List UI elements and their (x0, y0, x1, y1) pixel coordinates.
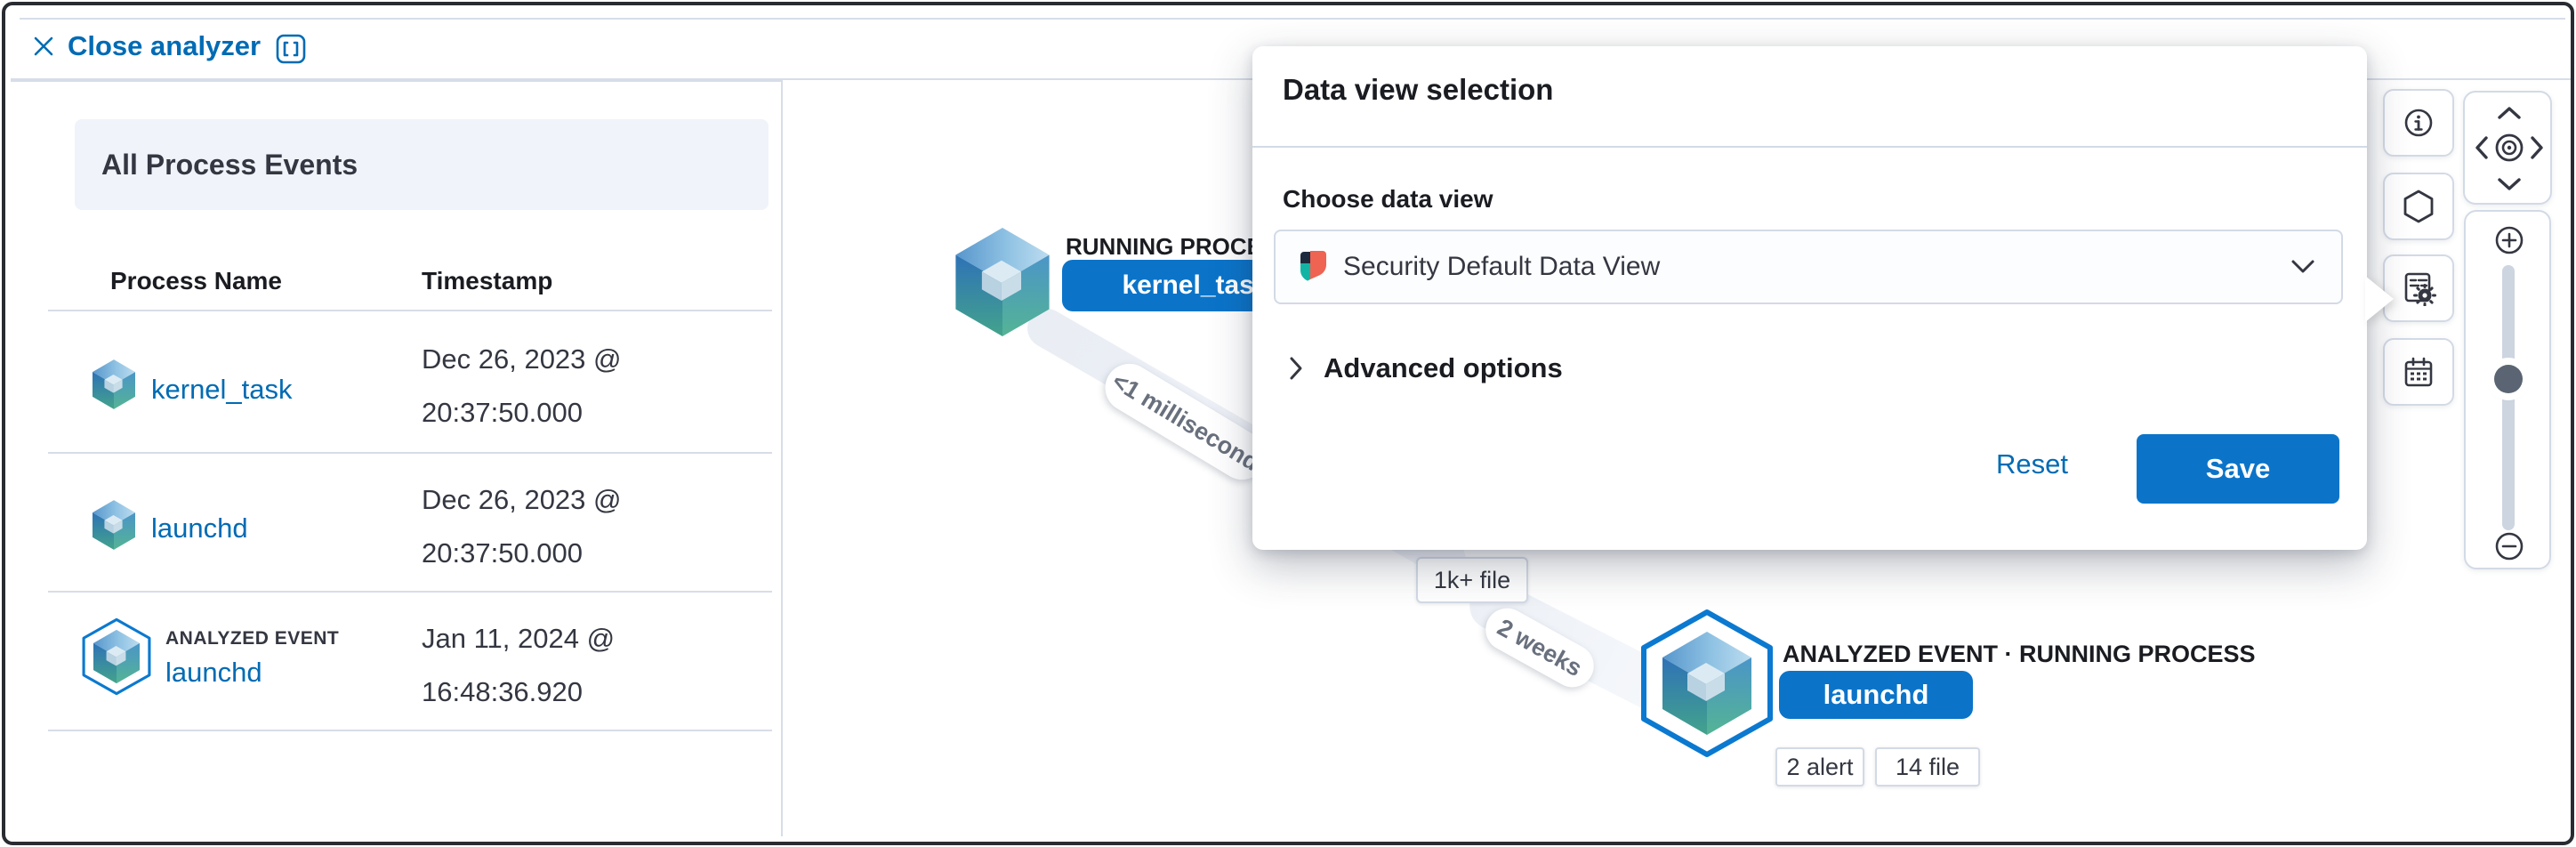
reset-button[interactable]: Reset (1996, 448, 2068, 480)
data-view-selection-button[interactable] (2383, 254, 2454, 322)
hexagon-icon (2403, 190, 2434, 223)
chevron-down-icon (2291, 260, 2314, 273)
date-picker-button[interactable] (2383, 338, 2454, 406)
data-view-selection-popover: Data view selection Choose data view Sec… (1252, 46, 2367, 550)
analyzed-event-tag: ANALYZED EVENT (165, 628, 340, 649)
chevron-down-icon[interactable] (2497, 176, 2522, 192)
analyzed-event-hexagon-icon (82, 617, 151, 696)
zoom-slider-thumb[interactable] (2494, 365, 2523, 393)
chevron-left-icon[interactable] (2474, 135, 2490, 160)
data-view-icon (2404, 272, 2436, 306)
process-node-button[interactable]: launchd (1779, 671, 1973, 719)
panel-title-box: All Process Events (75, 119, 769, 210)
alert-count-badge[interactable]: 2 alert (1775, 747, 1864, 786)
security-shield-icon (1300, 251, 1326, 281)
data-view-select[interactable]: Security Default Data View (1274, 230, 2343, 304)
process-cube-icon[interactable] (955, 228, 1050, 336)
top-divider (20, 18, 2565, 20)
timestamp-cell: Jan 11, 2024 @ 16:48:36.920 (422, 623, 616, 707)
process-cube-icon (93, 500, 135, 550)
process-cube-icon (93, 359, 135, 409)
popover-divider (1252, 146, 2367, 148)
chevron-right-icon (1290, 357, 1302, 380)
save-button[interactable]: Save (2137, 434, 2339, 504)
close-analyzer-label: Close analyzer (68, 30, 262, 61)
schema-info-button[interactable] (2383, 173, 2454, 240)
chevron-up-icon[interactable] (2497, 105, 2522, 121)
gear-icon (2413, 284, 2436, 306)
process-name-link[interactable]: kernel_task (151, 374, 293, 405)
panel-title: All Process Events (101, 148, 358, 181)
file-count-badge[interactable]: 1k+ file (1416, 557, 1528, 603)
popover-arrow (2365, 276, 2394, 322)
calendar-icon (2404, 357, 2433, 387)
center-target-icon[interactable] (2492, 131, 2526, 165)
process-name-link[interactable]: launchd (165, 657, 262, 688)
fullscreen-icon[interactable] (276, 34, 306, 64)
zoom-out-icon[interactable] (2493, 530, 2525, 562)
analyzed-event-hexagon-icon[interactable] (1640, 609, 1774, 758)
zoom-slider-track[interactable] (2502, 265, 2515, 530)
row-divider (48, 452, 772, 454)
node-legend-button[interactable] (2383, 89, 2454, 157)
row-divider (48, 591, 772, 593)
graph-pan-controls (2463, 91, 2552, 205)
timestamp-cell: Dec 26, 2023 @ 20:37:50.000 (422, 343, 622, 428)
file-count-badge[interactable]: 14 file (1875, 747, 1980, 786)
column-header-timestamp[interactable]: Timestamp (422, 267, 553, 294)
info-icon (2404, 109, 2433, 137)
timestamp-cell: Dec 26, 2023 @ 20:37:50.000 (422, 484, 622, 569)
close-icon (34, 36, 53, 56)
choose-data-view-label: Choose data view (1283, 185, 1493, 213)
graph-zoom-controls (2464, 210, 2551, 569)
advanced-options-label: Advanced options (1324, 352, 1563, 383)
close-analyzer-button[interactable]: Close analyzer (32, 30, 261, 62)
node-type-label: ANALYZED EVENT · RUNNING PROCESS (1783, 641, 2256, 667)
popover-title: Data view selection (1283, 73, 1554, 106)
chevron-right-icon[interactable] (2529, 135, 2545, 160)
selected-data-view: Security Default Data View (1343, 252, 1661, 281)
row-divider (48, 730, 772, 731)
process-name-link[interactable]: launchd (151, 512, 248, 544)
table-divider (48, 310, 772, 311)
column-header-process-name[interactable]: Process Name (110, 267, 283, 294)
zoom-in-icon[interactable] (2493, 224, 2525, 256)
advanced-options-toggle[interactable]: Advanced options (1288, 352, 1563, 384)
process-events-panel: All Process Events Process Name Timestam… (11, 80, 783, 836)
